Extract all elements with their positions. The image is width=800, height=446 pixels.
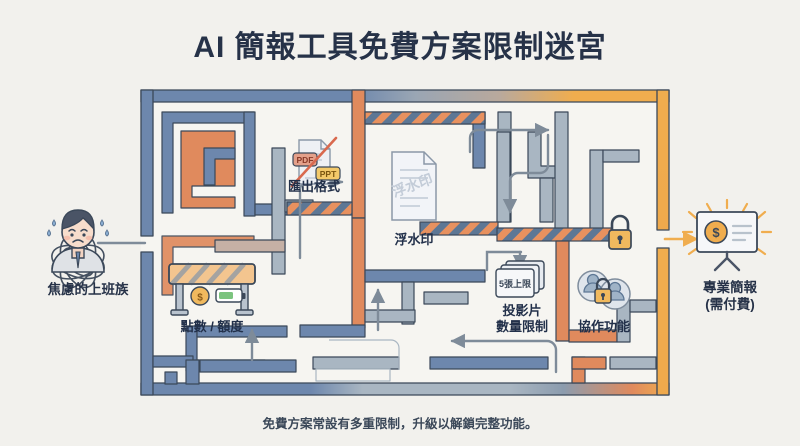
obstacle-label-collaboration: 協作功能 — [577, 319, 630, 334]
svg-text:$: $ — [197, 293, 203, 304]
footer-note: 免費方案常設有多重限制，升級以解鎖完整功能。 — [262, 417, 538, 431]
maze-walls-center-spine — [299, 89, 366, 338]
slide-limit-line2: 數量限制 — [495, 318, 548, 334]
maze-walls-rounded — [329, 339, 400, 370]
presentation-board-dollar-icon: $ — [681, 198, 773, 272]
obstacle-label-slide-limit: 投影片 數量限制 — [472, 303, 572, 334]
users-locked-icon — [577, 270, 631, 310]
badge-slide-limit: 5張上限 — [499, 278, 532, 289]
goal-label-line1: 專業簡報 — [703, 280, 757, 295]
barrier-export — [286, 201, 353, 216]
barrier-collab — [496, 227, 613, 242]
slide-limit-line1: 投影片 — [502, 303, 542, 318]
svg-text:$: $ — [712, 225, 720, 240]
obstacle-label-watermark: 浮水印 — [394, 232, 434, 247]
barrier-watermark — [364, 111, 486, 125]
stacked-slides-icon: 5張上限 — [495, 260, 545, 298]
badge-pdf: PDF — [297, 155, 314, 165]
start-label: 焦慮的上班族 — [47, 282, 129, 297]
goal-label: 專業簡報 (需付費) — [660, 280, 800, 314]
document-crossed-out-icon: PDF PPT — [290, 136, 341, 188]
obstacle-label-credits: 點數 / 額度 — [180, 319, 244, 334]
watermarked-document-icon: 浮水印 — [390, 151, 437, 221]
obstacle-label-export-format: 匯出格式 — [287, 179, 340, 194]
maze-outer-walls — [140, 89, 670, 396]
page-title: AI 簡報工具免費方案限制迷宮 — [193, 31, 607, 64]
barricade-coin-battery-icon: $ — [168, 262, 256, 316]
maze-walls-collab — [555, 240, 657, 343]
anxious-office-worker-icon — [47, 209, 109, 289]
padlock-icon — [608, 214, 632, 250]
goal-label-line2: (需付費) — [705, 296, 755, 312]
maze-walls-bottom — [164, 356, 657, 385]
maze-walls-mid-gray — [423, 291, 469, 305]
badge-ppt: PPT — [320, 169, 337, 179]
